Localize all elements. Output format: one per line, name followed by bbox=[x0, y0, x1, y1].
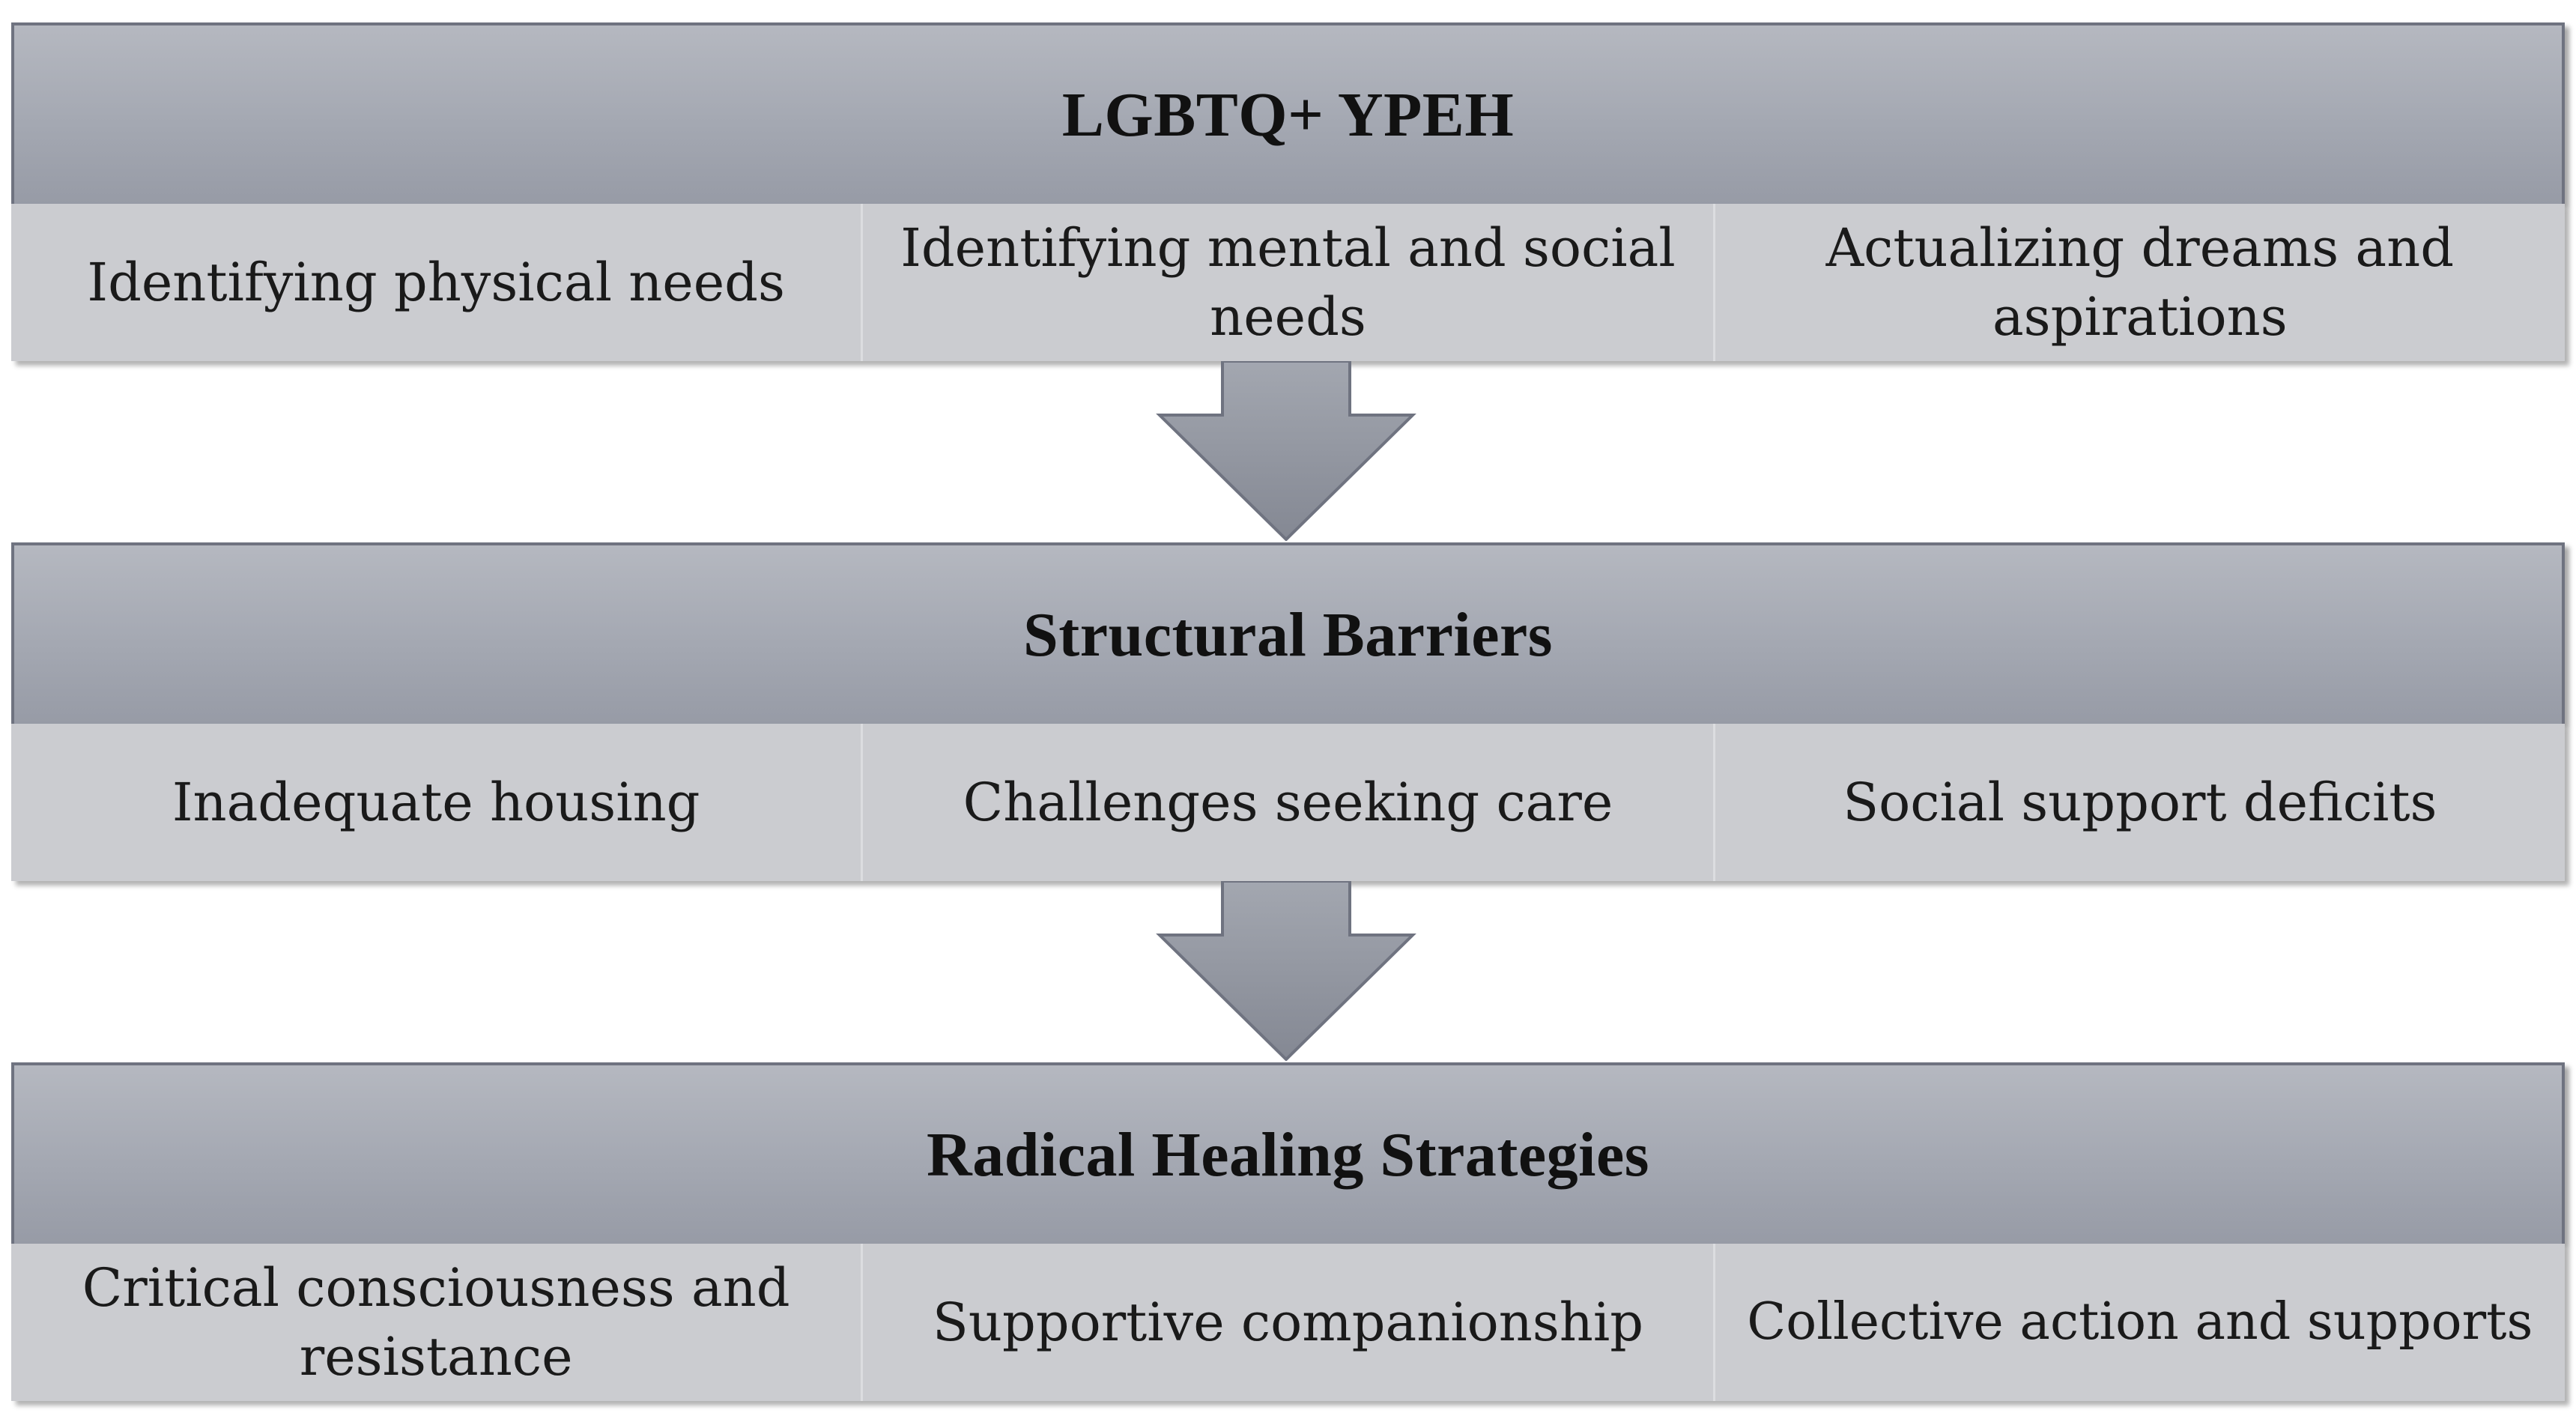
item-box: Identifying physical needs bbox=[11, 204, 864, 361]
down-arrow-icon bbox=[1156, 881, 1416, 1061]
item-box: Challenges seeking care bbox=[863, 724, 1715, 881]
item-label: Social support deficits bbox=[1843, 772, 2437, 833]
section-title: LGBTQ+ YPEH bbox=[1061, 79, 1515, 150]
item-label: Identifying mental and social needs bbox=[900, 217, 1676, 348]
item-box: Inadequate housing bbox=[11, 724, 864, 881]
item-label: Identifying physical needs bbox=[87, 252, 785, 313]
item-box: Collective action and supports bbox=[1715, 1244, 2565, 1401]
item-box: Critical consciousness and resistance bbox=[11, 1244, 864, 1401]
section-header: Radical Healing Strategies bbox=[11, 1062, 2565, 1244]
item-box: Supportive companionship bbox=[863, 1244, 1715, 1401]
section-title: Radical Healing Strategies bbox=[927, 1119, 1649, 1190]
item-label: Challenges seeking care bbox=[963, 772, 1613, 833]
section-items: Inadequate housing Challenges seeking ca… bbox=[11, 724, 2565, 881]
section-header: Structural Barriers bbox=[11, 542, 2565, 724]
item-box: Identifying mental and social needs bbox=[863, 204, 1715, 361]
section-items: Critical consciousness and resistance Su… bbox=[11, 1244, 2565, 1401]
item-box: Actualizing dreams and aspirations bbox=[1715, 204, 2565, 361]
item-label: Supportive companionship bbox=[932, 1292, 1644, 1353]
item-label: Inadequate housing bbox=[172, 772, 700, 833]
item-label: Critical consciousness and resistance bbox=[82, 1257, 790, 1388]
item-label: Collective action and supports bbox=[1747, 1292, 2533, 1352]
section-items: Identifying physical needs Identifying m… bbox=[11, 204, 2565, 361]
item-label: Actualizing dreams and aspirations bbox=[1825, 217, 2455, 348]
down-arrow-icon bbox=[1156, 361, 1416, 541]
section-title: Structural Barriers bbox=[1023, 599, 1553, 670]
item-box: Social support deficits bbox=[1715, 724, 2565, 881]
section-header: LGBTQ+ YPEH bbox=[11, 22, 2565, 204]
